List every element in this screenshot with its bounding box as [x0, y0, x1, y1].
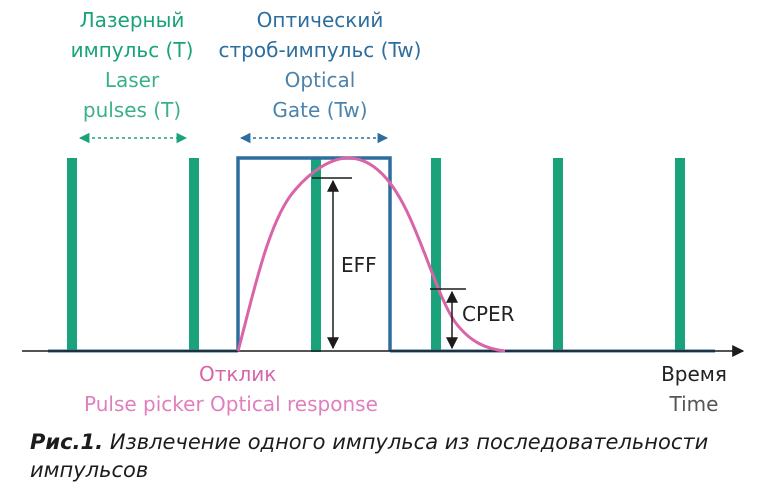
gate-label-ru-1: Оптический	[256, 8, 384, 32]
laser-pulse	[553, 158, 563, 352]
gate-label-en-2: Gate (Tw)	[272, 98, 368, 122]
laser-pulses	[67, 158, 685, 352]
gate-label-en-1: Optical	[284, 68, 356, 92]
optical-gate-window	[236, 156, 392, 351]
laser-pulse	[431, 158, 441, 352]
caption-text-1: Извлечение одного импульса из последоват…	[109, 430, 709, 454]
axis-label-en: Time	[669, 392, 719, 416]
laser-pulse	[675, 158, 685, 352]
laser-pulse	[189, 158, 199, 352]
figure-number: Рис.1.	[30, 430, 104, 454]
laser-pulse	[67, 158, 77, 352]
laser-label-en-1: Laser	[104, 68, 160, 92]
laser-pulse	[311, 158, 321, 352]
figure-caption: Рис.1. Извлечение одного импульса из пос…	[30, 428, 750, 484]
axis-label-ru: Время	[661, 362, 727, 386]
cper-label: CPER	[462, 302, 515, 326]
response-label-en: Pulse picker Optical response	[84, 392, 378, 416]
laser-label-en-2: pulses (T)	[82, 98, 182, 122]
gate-label-ru-2: строб-импульс (Tw)	[218, 38, 422, 62]
laser-label-ru-1: Лазерный	[79, 8, 185, 32]
response-label-ru: Отклик	[199, 362, 277, 386]
eff-label: EFF	[341, 253, 377, 277]
laser-label-ru-2: импульс (T)	[70, 38, 194, 62]
caption-text-2: импульсов	[30, 458, 149, 482]
